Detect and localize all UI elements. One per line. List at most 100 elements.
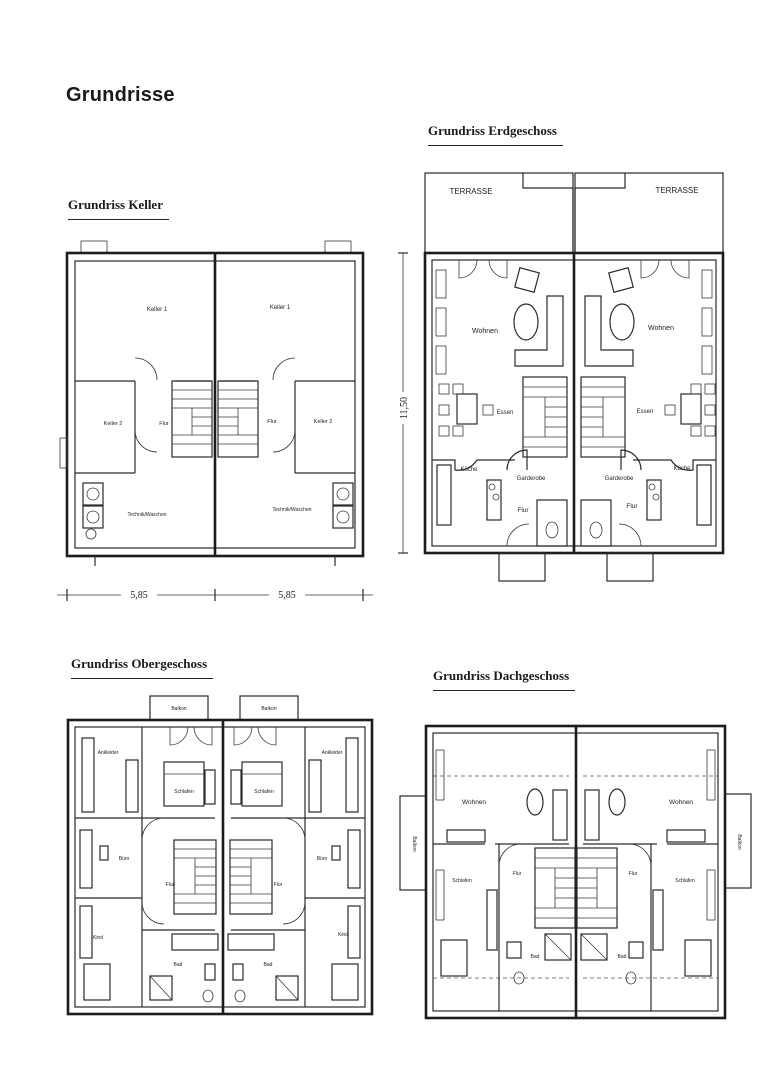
eg-stair-treads-left xyxy=(523,386,567,448)
dachgeschoss-title-text: Grundriss Dachgeschoss xyxy=(433,668,570,683)
og-wardrobe-small xyxy=(204,769,216,805)
eg-sofa-left xyxy=(514,295,564,367)
og-desk-right xyxy=(347,829,361,889)
eg-entry-porch-left xyxy=(498,552,546,582)
eg-burners xyxy=(488,483,660,501)
eg-stove-right xyxy=(646,479,662,521)
eg-window xyxy=(435,269,447,299)
og-room-kind-right: Kind xyxy=(338,932,348,938)
og-wardrobe xyxy=(125,759,139,813)
og-wardrobe xyxy=(345,737,359,813)
og-room-ankleide-left: Ankleider xyxy=(98,750,119,756)
eg-armchair-right xyxy=(608,267,634,293)
eg-room-garderobe-right: Garderobe xyxy=(605,476,634,482)
eg-terrace-wall xyxy=(522,173,573,189)
eg-entry-door-left xyxy=(506,523,530,547)
eg-terrace-wall xyxy=(575,173,626,189)
keller-dryer-left xyxy=(82,505,104,529)
og-room-flur-left: Flur xyxy=(166,882,175,888)
eg-window xyxy=(701,269,713,299)
keller-title-underline xyxy=(68,219,169,220)
obergeschoss-title-underline xyxy=(71,678,214,679)
eg-room-wohnen-left: Wohnen xyxy=(472,328,498,335)
keller-plan: Keller 1 Keller 1 Keller 2 Keller 2 Flur… xyxy=(57,240,373,601)
og-room-flur-right: Flur xyxy=(274,882,283,888)
page-title: Grundrisse xyxy=(66,84,175,106)
dg-balcony-label-left: Balkon xyxy=(411,836,417,852)
eg-terrace-label-left: TERRASSE xyxy=(449,187,492,196)
og-bathtub-left xyxy=(171,933,219,951)
eg-coffee-table-right xyxy=(609,303,635,341)
dg-bed-left xyxy=(440,939,468,977)
keller-dimension-right: 5,85 xyxy=(278,590,296,601)
eg-kitchen-wall-right xyxy=(633,459,716,471)
eg-dining-table-left xyxy=(456,393,478,425)
og-wardrobe-small xyxy=(230,769,242,805)
keller-stair-treads-right xyxy=(218,389,258,445)
og-shower-right xyxy=(275,975,299,1001)
dg-room-wohnen-right: Wohnen xyxy=(669,799,693,806)
keller-stair-left xyxy=(171,380,213,458)
keller-side-shaft xyxy=(59,437,68,469)
dg-door-swing xyxy=(628,843,652,867)
dg-shower-right xyxy=(580,933,608,961)
keller-floor-drain xyxy=(85,528,97,540)
og-kid-wardrobe-left xyxy=(79,905,93,959)
dg-toilet-right xyxy=(625,971,637,985)
dg-shelf-left xyxy=(446,829,486,843)
dg-shower-mark xyxy=(580,933,608,961)
eg-room-flur-right: Flur xyxy=(626,503,638,510)
dachgeschoss-title: Grundriss Dachgeschoss xyxy=(433,668,576,691)
eg-window xyxy=(435,307,447,337)
keller-room-technik-right: Technik/Waschen xyxy=(273,507,312,513)
og-balcony-label-left: Balkon xyxy=(171,706,187,712)
eg-kitchen-wall-left xyxy=(432,459,515,471)
dg-room-flur-left: Flur xyxy=(513,871,522,877)
dg-room-wohnen-left: Wohnen xyxy=(462,799,486,806)
dg-shower-mark xyxy=(544,933,572,961)
og-room-bad-left: Bad xyxy=(174,962,183,968)
og-room-kind-left: Kind xyxy=(93,935,103,941)
eg-sofa-right xyxy=(584,295,634,367)
keller-room-flur-left: Flur xyxy=(159,421,169,427)
og-inner-wall xyxy=(74,726,366,1008)
og-toilet-right xyxy=(234,989,246,1003)
dg-table-right xyxy=(608,788,626,816)
og-balcony-door-left xyxy=(169,726,213,746)
og-toilet-left xyxy=(202,989,214,1003)
dg-bed-right xyxy=(684,939,712,977)
eg-dimension-height: 11,50 xyxy=(399,397,410,419)
eg-toilet-right xyxy=(589,521,603,539)
eg-dining-table-right xyxy=(680,393,702,425)
keller-stair-treads-left xyxy=(172,389,212,445)
keller-lightwell-left xyxy=(80,240,108,254)
keller-door-swing xyxy=(134,357,158,381)
eg-terrace-label-right: TERRASSE xyxy=(655,186,698,195)
eg-terrace-left xyxy=(424,172,574,254)
og-balcony-label-right: Balkon xyxy=(261,706,277,712)
eg-terrace-door-right xyxy=(640,259,690,279)
og-room-schlafen-left: Schlafen xyxy=(174,789,194,795)
og-kid-bed-left xyxy=(83,963,111,1001)
keller-title-text: Grundriss Keller xyxy=(68,197,163,212)
keller-dryer-drum xyxy=(86,510,100,524)
erdgeschoss-plan: TERRASSE TERRASSE 11,50 xyxy=(396,172,725,582)
keller-room-keller1-right: Keller 1 xyxy=(270,305,291,311)
dg-window xyxy=(706,869,716,921)
keller-room-keller2-right: Keller 2 xyxy=(314,419,333,425)
erdgeschoss-title: Grundriss Erdgeschoss xyxy=(428,123,563,146)
og-shower-left xyxy=(149,975,173,1001)
keller-dim-label-bg xyxy=(121,589,157,601)
eg-terrace-right xyxy=(574,172,724,254)
eg-room-flur-left: Flur xyxy=(517,507,529,514)
keller-dim-label-bg xyxy=(269,589,305,601)
dg-stair-treads-right xyxy=(577,857,617,919)
eg-coffee-table-left xyxy=(513,303,539,341)
keller-washer-drum xyxy=(86,487,100,501)
eg-room-wohnen-right: Wohnen xyxy=(648,325,674,332)
og-bed-right xyxy=(241,761,283,807)
eg-room-kueche-right: Küche xyxy=(673,466,691,472)
dg-room-schlafen-left: Schlafen xyxy=(452,878,472,884)
og-bed-left xyxy=(163,761,205,807)
og-outer-wall xyxy=(66,718,374,1016)
